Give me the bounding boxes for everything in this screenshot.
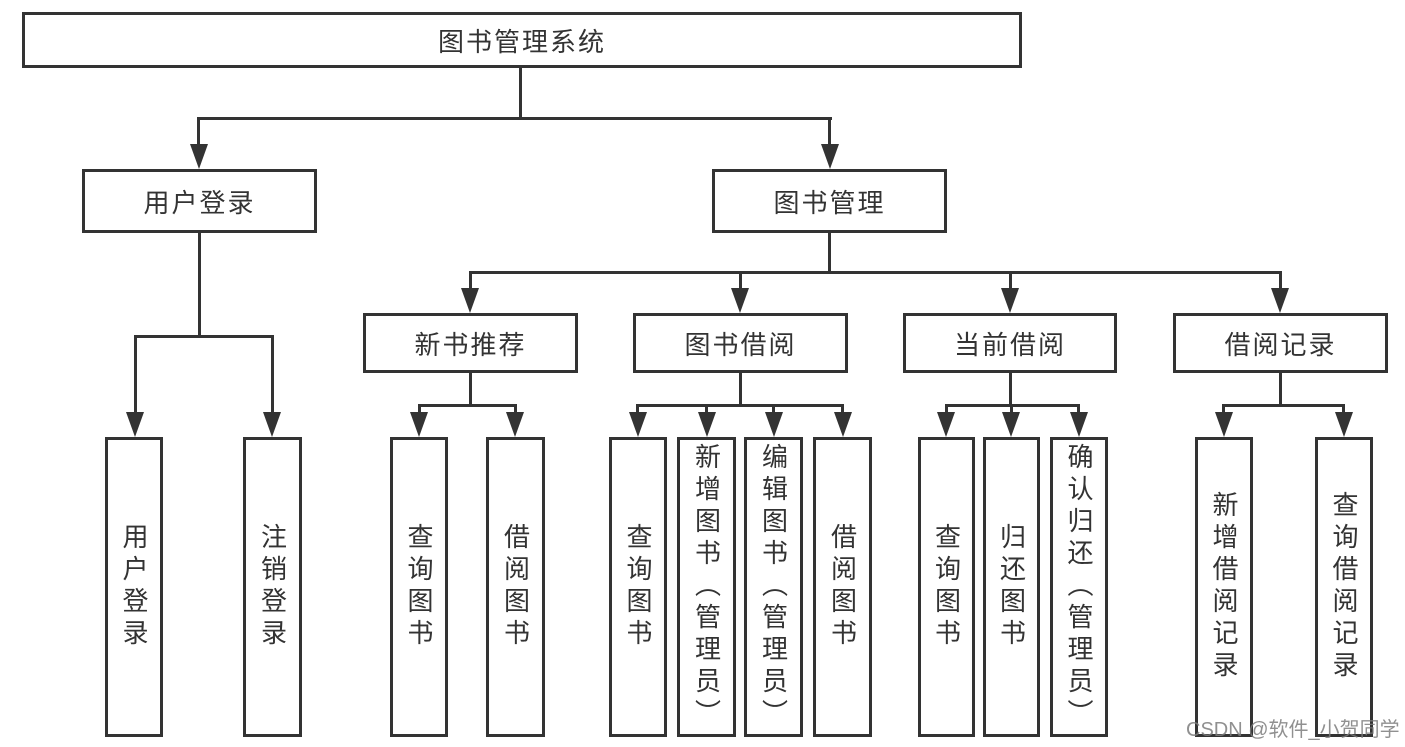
connector-line <box>198 117 832 120</box>
arrow-down-icon <box>1002 412 1020 437</box>
node-label: 图书管理 <box>773 187 886 218</box>
connector-line <box>1279 271 1282 290</box>
arrow-down-icon <box>1001 288 1019 313</box>
connector-line <box>636 404 639 414</box>
node-label: 编辑图书（管理员） <box>758 443 789 731</box>
arrow-down-icon <box>834 412 852 437</box>
node-library-management-system: 图书管理系统 <box>22 12 1022 68</box>
node-book-management: 图书管理 <box>712 169 947 233</box>
arrow-down-icon <box>1215 412 1233 437</box>
leaf-return-books: 归还图书 <box>983 437 1040 737</box>
connector-line <box>739 271 742 290</box>
connector-line <box>1077 404 1080 414</box>
node-label: 借阅图书 <box>827 523 858 651</box>
connector-line <box>134 335 137 414</box>
node-label: 查询借阅记录 <box>1329 491 1359 683</box>
node-book-borrowing: 图书借阅 <box>633 313 848 373</box>
arrow-down-icon <box>461 288 479 313</box>
leaf-query-books-recommend: 查询图书 <box>390 437 448 737</box>
connector-line <box>519 68 522 120</box>
leaf-edit-books-admin: 编辑图书（管理员） <box>744 437 803 737</box>
connector-line <box>1009 271 1012 290</box>
node-label: 查询图书 <box>931 523 962 651</box>
arrow-down-icon <box>765 412 783 437</box>
connector-line <box>197 117 200 146</box>
arrow-down-icon <box>1070 412 1088 437</box>
leaf-add-borrow-record: 新增借阅记录 <box>1195 437 1253 737</box>
node-user-login: 用户登录 <box>82 169 317 233</box>
leaf-confirm-return-admin: 确认归还（管理员） <box>1050 437 1108 737</box>
node-label: 归还图书 <box>996 523 1027 651</box>
arrow-down-icon <box>629 412 647 437</box>
connector-line <box>1009 373 1012 407</box>
connector-line <box>739 373 742 407</box>
connector-line <box>828 233 831 274</box>
connector-line <box>469 271 1282 274</box>
arrow-down-icon <box>731 288 749 313</box>
leaf-borrow-books-recommend: 借阅图书 <box>486 437 545 737</box>
connector-line <box>705 404 708 414</box>
connector-line <box>1222 404 1225 414</box>
connector-line <box>828 117 831 146</box>
connector-line <box>198 233 201 337</box>
connector-line <box>1010 404 1013 414</box>
connector-line <box>469 271 472 290</box>
leaf-user-login: 用户登录 <box>105 437 163 737</box>
node-label: 注销登录 <box>257 523 288 651</box>
node-label: 新书推荐 <box>414 329 527 360</box>
node-label: 新增图书（管理员） <box>691 443 722 731</box>
node-label: 确认归还（管理员） <box>1064 443 1094 731</box>
node-label: 图书借阅 <box>684 329 797 360</box>
arrow-down-icon <box>1271 288 1289 313</box>
node-label: 用户登录 <box>119 523 149 651</box>
node-current-borrowing: 当前借阅 <box>903 313 1117 373</box>
connector-line <box>1279 373 1282 407</box>
connector-line <box>514 404 517 414</box>
connector-line <box>271 335 274 414</box>
arrow-down-icon <box>410 412 428 437</box>
node-label: 借阅图书 <box>500 523 531 651</box>
watermark: CSDN @软件_小贺同学 <box>1186 719 1400 741</box>
node-label: 借阅记录 <box>1224 329 1337 360</box>
node-borrowing-records: 借阅记录 <box>1173 313 1388 373</box>
leaf-logout: 注销登录 <box>243 437 302 737</box>
arrow-down-icon <box>263 412 281 437</box>
arrow-down-icon <box>506 412 524 437</box>
connector-line <box>841 404 844 414</box>
leaf-query-borrow-record: 查询借阅记录 <box>1315 437 1373 737</box>
leaf-query-books-current: 查询图书 <box>918 437 975 737</box>
node-label: 当前借阅 <box>953 329 1066 360</box>
arrow-down-icon <box>821 144 839 169</box>
connector-line <box>418 404 517 407</box>
leaf-borrow-books-borrowing: 借阅图书 <box>813 437 872 737</box>
connector-line <box>134 335 274 338</box>
leaf-query-books-borrowing: 查询图书 <box>609 437 667 737</box>
arrow-down-icon <box>698 412 716 437</box>
node-label: 用户登录 <box>143 187 256 218</box>
connector-line <box>469 373 472 407</box>
arrow-down-icon <box>937 412 955 437</box>
connector-line <box>637 404 844 407</box>
node-label: 图书管理系统 <box>437 26 606 57</box>
node-label: 新增借阅记录 <box>1209 491 1239 683</box>
node-new-book-recommendation: 新书推荐 <box>363 313 578 373</box>
node-label: 查询图书 <box>623 523 653 651</box>
connector-line <box>418 404 421 414</box>
node-label: 查询图书 <box>404 523 434 651</box>
connector-line <box>945 404 948 414</box>
arrow-down-icon <box>190 144 208 169</box>
connector-line <box>1223 404 1345 407</box>
connector-line <box>772 404 775 414</box>
connector-line <box>1342 404 1345 414</box>
arrow-down-icon <box>1335 412 1353 437</box>
leaf-add-books-admin: 新增图书（管理员） <box>677 437 736 737</box>
arrow-down-icon <box>126 412 144 437</box>
